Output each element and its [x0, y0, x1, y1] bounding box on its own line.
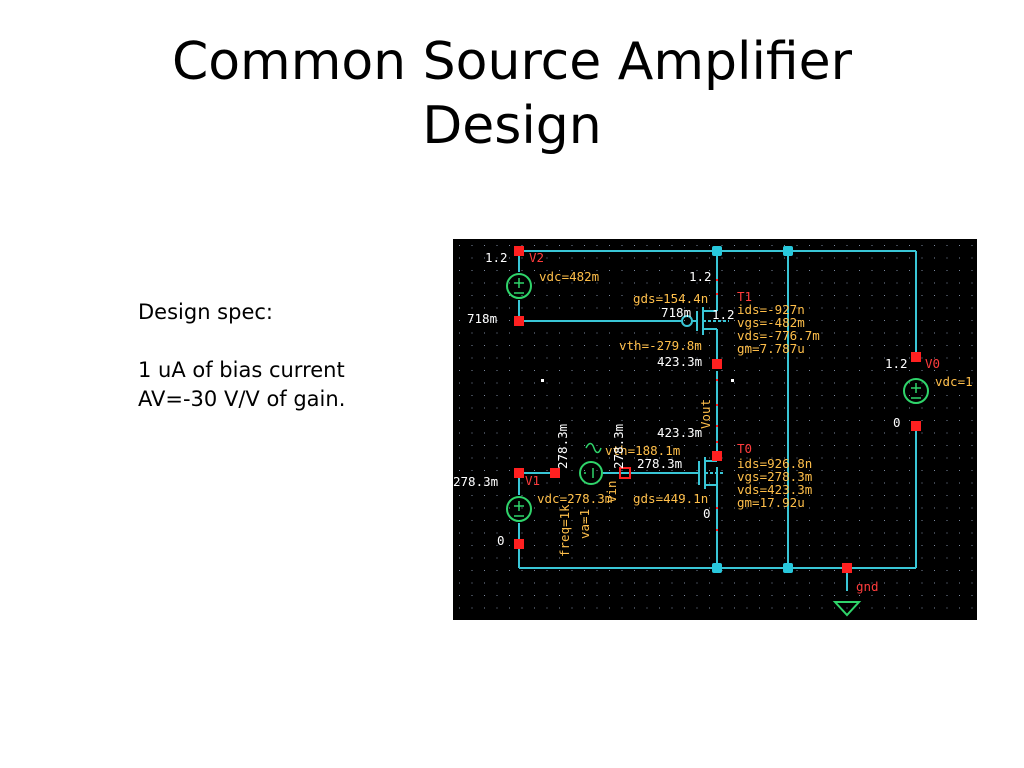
v1-symbol — [506, 496, 532, 522]
pin-v2-top — [514, 246, 524, 256]
gnd-label: gnd — [856, 579, 879, 594]
t0-name: T0 — [737, 441, 752, 456]
vac-left-node: 278.3m — [555, 424, 570, 469]
title-line-1: Common Source Amplifier — [171, 32, 853, 92]
vertical-labels: 278.3m 278.3m freq=1k va=1 Vout Vin — [555, 399, 713, 557]
spec-spacer — [138, 327, 438, 356]
v0-name: V0 — [925, 356, 940, 371]
pin-v1-bottom — [514, 539, 524, 549]
t0-vds: vds=423.3m — [737, 482, 812, 497]
node-bottom-bulk — [783, 563, 793, 573]
mosfet-t1 — [681, 307, 729, 335]
t1-name: T1 — [737, 289, 752, 304]
t0-source-voltage: 0 — [703, 506, 711, 521]
crosshair-marks — [541, 379, 734, 382]
node-top-bulk — [783, 246, 793, 256]
v2-bottom-voltage: 718m — [467, 311, 497, 326]
t1-vgs: vgs=-482m — [737, 315, 805, 330]
pin-v0-bottom — [911, 421, 921, 431]
pin-t1-drain — [712, 359, 722, 369]
t0-vth: vth=188.1m — [605, 443, 680, 458]
node-top-drain — [712, 246, 722, 256]
vac-va: va=1 — [577, 509, 592, 539]
schematic-canvas: V2 V0 V1 T1 T0 gnd vdc=482m vdc=1 vdc=27… — [453, 239, 977, 620]
pin-v1-top — [514, 468, 524, 478]
t0-drain-voltage: 423.3m — [657, 425, 702, 440]
ac-source-vin — [579, 442, 603, 485]
t1-source-voltage: 1.2 — [689, 269, 712, 284]
t1-ids: ids=-927n — [737, 302, 805, 317]
ground-symbol — [832, 601, 862, 617]
instance-names: V2 V0 V1 T1 T0 gnd — [525, 250, 940, 594]
t1-gate-voltage: 718m — [661, 305, 691, 320]
t1-vth: vth=-279.8m — [619, 338, 702, 353]
grid-dots — [453, 239, 977, 620]
vac-freq: freq=1k — [557, 504, 572, 557]
pin-v2-bottom — [514, 316, 524, 326]
v1-left-voltage: 278.3m — [453, 474, 498, 489]
pin-vac-left — [550, 468, 560, 478]
v2-name: V2 — [529, 250, 544, 265]
t1-vds: vds=-776.7m — [737, 328, 820, 343]
v1-param: vdc=278.3m — [537, 491, 612, 506]
design-spec: Design spec: 1 uA of bias current AV=-30… — [138, 298, 438, 414]
spec-heading: Design spec: — [138, 300, 273, 324]
t0-gm: gm=17.92u — [737, 495, 805, 510]
dc-sources — [506, 273, 929, 522]
pin-v0-top — [911, 352, 921, 362]
pin-gnd — [842, 563, 852, 573]
vin-label: Vin — [604, 480, 619, 503]
v0-param: vdc=1 — [935, 374, 973, 389]
v1-bottom-voltage: 0 — [497, 533, 505, 548]
v1-name: V1 — [525, 473, 540, 488]
v0-bottom-voltage: 0 — [893, 415, 901, 430]
v2-top-voltage: 1.2 — [485, 250, 508, 265]
t1-gm: gm=7.787u — [737, 341, 805, 356]
pin-vin — [619, 467, 631, 479]
pin-t0-drain — [712, 451, 722, 461]
v0-top-voltage: 1.2 — [885, 356, 908, 371]
t1-gds: gds=154.4n — [633, 291, 708, 306]
junctions — [712, 246, 793, 573]
pins — [514, 246, 921, 573]
t1-drain-voltage: 423.3m — [657, 354, 702, 369]
v2-param: vdc=482m — [539, 269, 599, 284]
schematic: V2 V0 V1 T1 T0 gnd vdc=482m vdc=1 vdc=27… — [453, 239, 977, 620]
probe-dots — [716, 279, 718, 531]
spec-line-bias: 1 uA of bias current — [138, 358, 345, 382]
t1-bulk-voltage: 1.2 — [712, 307, 735, 322]
t0-ids: ids=926.8n — [737, 456, 812, 471]
v0-symbol — [903, 378, 929, 404]
t0-gds: gds=449.1n — [633, 491, 708, 506]
slide-title: Common Source Amplifier Design — [0, 30, 1024, 158]
t0-gate-voltage: 278.3m — [637, 456, 682, 471]
node-voltages: 1.2 718m 1.2 718m 1.2 423.3m 1.2 0 423.3… — [453, 250, 908, 548]
node-bottom-drain — [712, 563, 722, 573]
t0-vgs: vgs=278.3m — [737, 469, 812, 484]
vac-right-node: 278.3m — [611, 424, 626, 469]
v2-symbol — [506, 273, 532, 299]
title-line-2: Design — [422, 96, 602, 156]
spec-line-gain: AV=-30 V/V of gain. — [138, 387, 346, 411]
annotations: vdc=482m vdc=1 vdc=278.3m ids=-927n vgs=… — [537, 269, 973, 510]
vout-label: Vout — [698, 399, 713, 429]
